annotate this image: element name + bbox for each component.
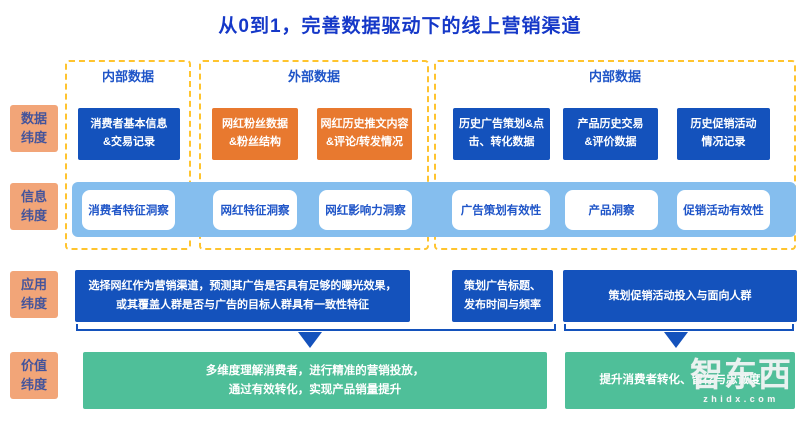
info-box-product-insight: 产品洞察: [565, 190, 658, 230]
group-label-external: 外部数据: [287, 68, 340, 84]
bracket-left: [76, 324, 556, 331]
info-box-promo-effectiveness: 促销活动有效性: [677, 190, 770, 230]
group-box-internal-data-1: [65, 60, 191, 250]
dimension-label-value: 价值 纬度: [10, 352, 58, 399]
data-box-product-history: 产品历史交易 &评价数据: [563, 108, 658, 160]
info-box-consumer-insight: 消费者特征洞察: [82, 190, 175, 230]
dimension-label-application: 应用 纬度: [10, 271, 58, 318]
group-box-external-data: [199, 60, 429, 250]
group-label-internal-1: 内部数据: [101, 68, 154, 84]
data-box-consumer-info: 消费者基本信息 &交易记录: [78, 108, 180, 160]
information-band: [72, 182, 796, 237]
group-box-internal-data-2: [434, 60, 796, 250]
bracket-right: [564, 324, 794, 331]
dimension-label-information: 信息 纬度: [10, 183, 58, 230]
info-box-ad-effectiveness: 广告策划有效性: [452, 190, 550, 230]
app-box-promo-planning: 策划促销活动投入与面向人群: [563, 270, 797, 322]
data-box-ad-history: 历史广告策划&点 击、转化数据: [453, 108, 550, 160]
arrow-down-icon: [664, 332, 688, 348]
value-box-conversion-retention: 提升消费者转化、留存与忠诚度: [565, 352, 795, 409]
group-label-internal-2: 内部数据: [588, 68, 641, 84]
data-box-influencer-fans: 网红粉丝数据 &粉丝结构: [212, 108, 298, 160]
page-title: 从0到1，完善数据驱动下的线上营销渠道: [218, 15, 582, 37]
info-box-influencer-traits: 网红特征洞察: [213, 190, 297, 230]
value-box-marketing-precision: 多维度理解消费者，进行精准的营销投放， 通过有效转化，实现产品销量提升: [83, 352, 547, 409]
app-box-ad-planning: 策划广告标题、 发布时间与频率: [452, 270, 553, 322]
wifi-arc-icon: [731, 339, 751, 351]
app-box-influencer-channel: 选择网红作为营销渠道，预测其广告是否具有足够的曝光效果， 或其覆盖人群是否与广告…: [75, 270, 410, 322]
info-box-influencer-impact: 网红影响力洞察: [319, 190, 412, 230]
data-box-influencer-posts: 网红历史推文内容 &评论/转发情况: [317, 108, 412, 160]
arrow-down-icon: [298, 332, 322, 348]
data-box-promotion-history: 历史促销活动 情况记录: [677, 108, 770, 160]
dimension-label-data: 数据 纬度: [10, 105, 58, 152]
